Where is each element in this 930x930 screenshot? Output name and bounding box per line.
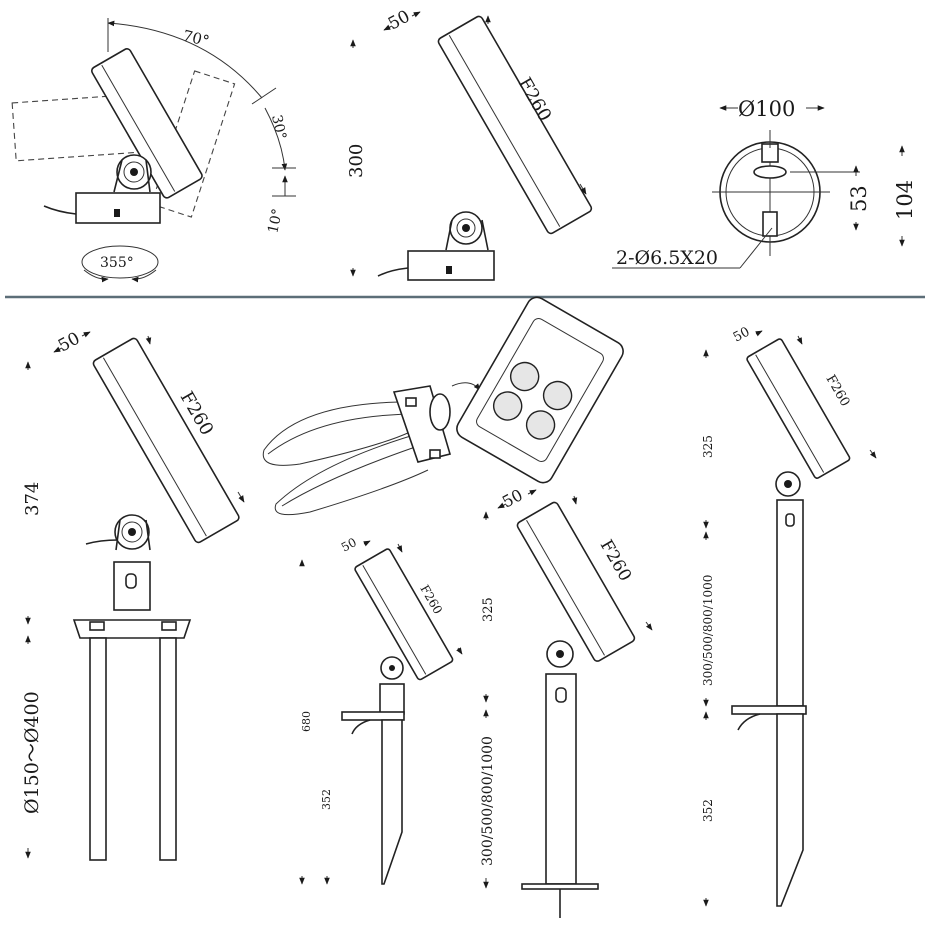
pole-ground-size-label: F260 xyxy=(596,537,635,585)
side-height-label: 300 xyxy=(346,144,367,178)
side-base-view: 50 300 F260 xyxy=(346,7,593,281)
pole-ground-lengths-label: 300/500/800/1000 xyxy=(480,736,496,866)
pole-spike-lengths-label: 300/500/800/1000 xyxy=(701,575,715,686)
yard-stake-view: 50 374 Ø150～Ø400 F260 xyxy=(21,329,245,861)
pole-spike-view: 50 F260 325 300/500/800/1000 352 xyxy=(701,325,877,907)
pole-ground-view: 50 F260 325 300/500/800/1000 xyxy=(480,485,653,918)
perspective-view xyxy=(262,296,624,516)
spike-stake-label: 352 xyxy=(320,789,333,810)
mount-diameter-label: Ø100 xyxy=(738,97,795,121)
mount-holes-label: 2-Ø6.5X20 xyxy=(616,247,718,269)
spike-width-label: 50 xyxy=(339,535,359,555)
pole-spike-head-label: 325 xyxy=(701,435,715,458)
pole-spike-width-label: 50 xyxy=(731,325,753,346)
mount-inner-height-label: 53 xyxy=(847,185,871,212)
pole-ground-width-label: 50 xyxy=(499,485,526,511)
angle-30-label: 30° xyxy=(268,114,289,142)
spike-height-label: 680 xyxy=(300,711,313,732)
yard-width-label: 50 xyxy=(55,329,83,357)
angle-10-label: 10° xyxy=(265,207,286,235)
rotation-view: 70° 30° 10° 355° xyxy=(11,18,296,283)
pole-spike-stake-label: 352 xyxy=(701,799,715,822)
top-mount-view: Ø100 53 104 2-Ø6.5X20 xyxy=(612,97,917,269)
mount-outer-height-label: 104 xyxy=(893,180,917,220)
pole-spike-size-label: F260 xyxy=(823,373,853,410)
yard-height-label: 374 xyxy=(22,482,43,516)
rotation-angle-label: 355° xyxy=(100,255,134,271)
side-width-label: 50 xyxy=(385,7,413,35)
pole-ground-head-label: 325 xyxy=(481,597,496,622)
tilt-angle-label: 70° xyxy=(181,26,211,50)
spike-small-view: 50 F260 680 352 xyxy=(299,535,463,885)
yard-spread-label: Ø150～Ø400 xyxy=(21,691,43,814)
